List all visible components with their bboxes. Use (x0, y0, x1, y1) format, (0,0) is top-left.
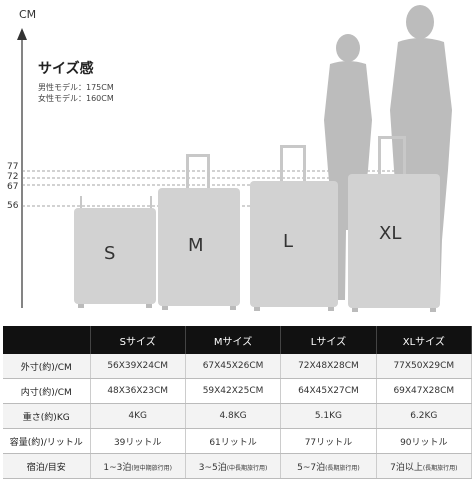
table-cell: 7泊以上(長期旅行用) (376, 453, 473, 479)
cell-value: 69X47X28CM (393, 386, 455, 396)
cell-note: (長期旅行用) (422, 464, 458, 472)
size-spec-table: Sサイズ Mサイズ Lサイズ XLサイズ 外寸(約)/CM 56X39X24CM 6… (3, 326, 473, 479)
cell-value: 61リットル (209, 437, 257, 448)
male-model-height: 男性モデル：175CM (38, 83, 114, 92)
cell-value: 77X50X29CM (393, 361, 455, 371)
axis-unit: CM (19, 8, 37, 21)
table-cell: 67X45X26CM (185, 354, 282, 379)
table-cell: 39リットル (90, 428, 186, 454)
table-header-m: Mサイズ (185, 326, 282, 354)
cell-value: 5.1KG (314, 411, 343, 421)
tick-67: 67 (7, 182, 19, 192)
suitcase-m (158, 154, 240, 310)
cell-value: 77リットル (304, 437, 353, 448)
page-title: サイズ感 (38, 61, 94, 77)
cell-value: 7泊以上 (390, 462, 423, 473)
table-cell: 3~5泊(中長期旅行用) (185, 453, 282, 479)
table-cell: 1~3泊(短中期旅行用) (90, 453, 186, 479)
table-cell: 48X36X23CM (90, 378, 186, 404)
cell-value: 5~7泊 (297, 462, 326, 473)
row-label: 外寸(約)/CM (3, 354, 91, 379)
cell-value: 1~3泊 (103, 462, 132, 473)
female-model-height: 女性モデル：160CM (38, 94, 114, 103)
tick-56: 56 (7, 201, 19, 211)
cell-value: 4KG (128, 411, 147, 421)
table-cell: 56X39X24CM (90, 354, 186, 379)
table-cell: 5.1KG (280, 403, 377, 429)
suitcase-s-label: S (104, 243, 116, 264)
table-row: 容量(約)/リットル 39リットル 61リットル 77リットル 90リットル (3, 428, 473, 454)
axis-arrow-icon (17, 28, 27, 40)
table-cell: 77リットル (280, 428, 377, 454)
table-cell: 61リットル (185, 428, 282, 454)
row-label: 重さ(約)KG (3, 403, 91, 429)
cell-value: 48X36X23CM (107, 386, 169, 396)
table-header-empty (3, 326, 91, 354)
table-cell: 72X48X28CM (280, 354, 377, 379)
row-label: 容量(約)/リットル (3, 428, 91, 454)
table-header-row: Sサイズ Mサイズ Lサイズ XLサイズ (3, 326, 473, 354)
suitcase-l-label: L (283, 231, 294, 252)
table-header-l: Lサイズ (280, 326, 377, 354)
suitcase-l (250, 145, 338, 311)
table-cell: 6.2KG (376, 403, 473, 429)
table-cell: 69X47X28CM (376, 378, 473, 404)
cell-value: 67X45X26CM (202, 361, 264, 371)
cell-note: (短中期旅行用) (131, 464, 173, 472)
table-row: 外寸(約)/CM 56X39X24CM 67X45X26CM 72X48X28CM 77… (3, 354, 473, 379)
table-header-s: Sサイズ (90, 326, 186, 354)
table-cell: 4KG (90, 403, 186, 429)
tick-77: 77 (7, 162, 19, 172)
cell-value: 59X42X25CM (202, 386, 264, 396)
cell-value: 4.8KG (219, 411, 247, 421)
table-cell: 90リットル (376, 428, 473, 454)
suitcase-xl-label: XL (379, 223, 402, 244)
table-cell: 64X45X27CM (280, 378, 377, 404)
cell-note: (中長期旅行用) (226, 464, 268, 472)
table-cell: 4.8KG (185, 403, 282, 429)
suitcase-s (74, 196, 156, 308)
row-label: 宿泊/目安 (3, 453, 91, 479)
suitcase-xl (348, 136, 440, 312)
cell-value: 90リットル (400, 437, 448, 448)
table-cell: 77X50X29CM (376, 354, 473, 379)
table-cell: 5~7泊(長期旅行用) (280, 453, 377, 479)
tick-72: 72 (7, 172, 19, 182)
size-illustration (17, 5, 452, 312)
table-header-xl: XLサイズ (376, 326, 473, 354)
suitcase-m-label: M (188, 235, 204, 256)
table-cell: 59X42X25CM (185, 378, 282, 404)
cell-value: 39リットル (113, 437, 162, 448)
row-label: 内寸(約)/CM (3, 378, 91, 404)
cell-note: (長期旅行用) (325, 464, 360, 472)
cell-value: 72X48X28CM (298, 361, 359, 371)
cell-value: 3~5泊 (198, 462, 227, 473)
cell-value: 64X45X27CM (298, 386, 359, 396)
cell-value: 6.2KG (410, 411, 438, 421)
table-row: 内寸(約)/CM 48X36X23CM 59X42X25CM 64X45X27CM 69… (3, 378, 473, 404)
cell-value: 56X39X24CM (107, 361, 169, 371)
table-row: 重さ(約)KG 4KG 4.8KG 5.1KG 6.2KG (3, 403, 473, 429)
